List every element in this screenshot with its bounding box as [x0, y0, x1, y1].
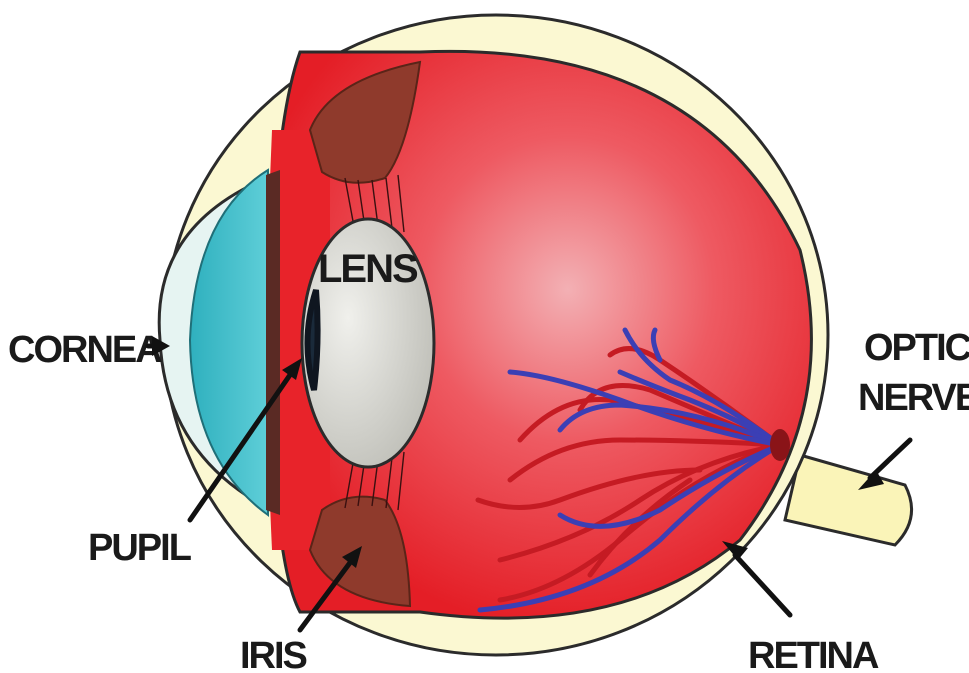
- label-pupil: PUPIL: [88, 527, 192, 569]
- label-optic-nerve-line1: OPTIC: [864, 327, 969, 369]
- label-lens: LENS: [318, 247, 418, 291]
- arrow-retina: [722, 541, 790, 615]
- label-retina: RETINA: [748, 635, 879, 673]
- pupil: [307, 290, 317, 390]
- optic-nerve: [785, 455, 912, 545]
- label-optic-nerve-line2: NERVE: [858, 377, 969, 419]
- iris-strip: [266, 170, 280, 515]
- label-cornea: CORNEA: [8, 329, 162, 371]
- label-iris: IRIS: [240, 635, 307, 673]
- optic-disc: [770, 429, 790, 461]
